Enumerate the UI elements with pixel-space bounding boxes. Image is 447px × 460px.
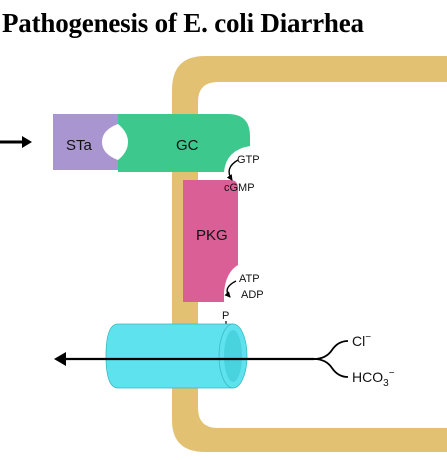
bicarbonate-branch (313, 358, 349, 378)
chloride-label: Cl− (352, 332, 371, 349)
pkg-label: PKG (196, 227, 228, 244)
sta-label: STa (66, 137, 93, 154)
guanylate-cyclase (118, 114, 250, 172)
chloride-channel (105, 323, 234, 389)
atp-label: ATP (239, 273, 260, 285)
phosphate-label: P (222, 310, 229, 322)
gc-label: GC (176, 137, 199, 154)
adp-label: ADP (241, 289, 264, 301)
chloride-branch (313, 340, 349, 360)
chloride-channel-opening (224, 330, 242, 382)
bicarbonate-label: HCO3− (352, 368, 395, 389)
protein-kinase-g (183, 180, 238, 302)
page-title: Pathogenesis of E. coli Diarrhea (2, 8, 364, 38)
cgmp-label: cGMP (224, 182, 255, 194)
gtp-label: GTP (237, 154, 260, 166)
sta-toxin (53, 114, 118, 170)
gtp-cgmp-arrow (226, 159, 239, 181)
atp-adp-arrow (224, 280, 237, 298)
